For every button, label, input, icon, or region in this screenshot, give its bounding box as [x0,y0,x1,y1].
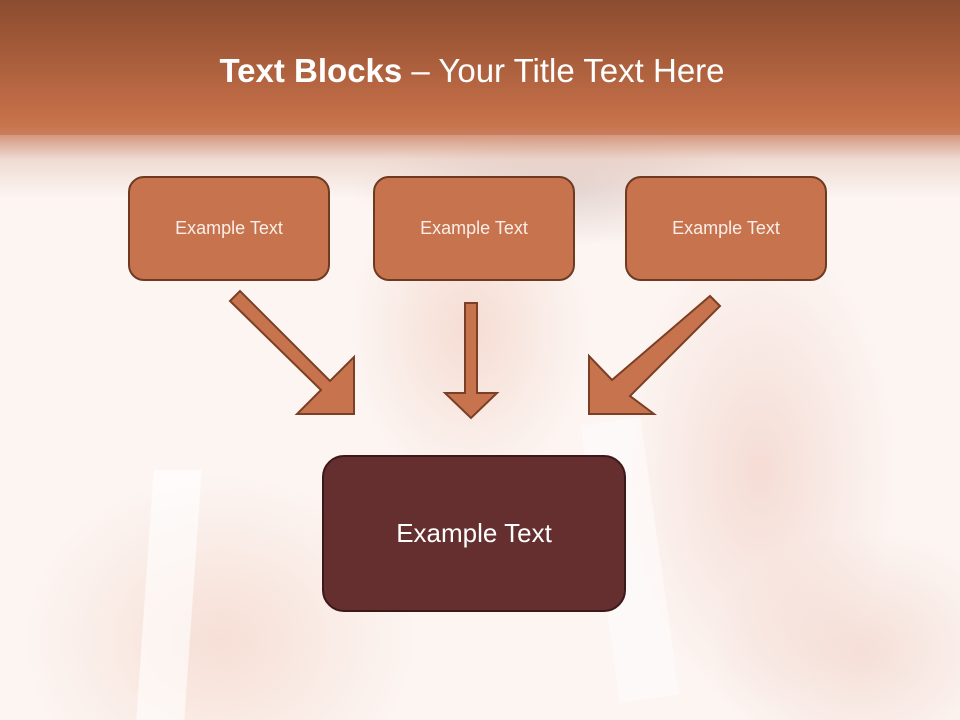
text-block-2[interactable]: Example Text [373,176,575,281]
arrow-down-left-icon [588,294,722,415]
text-block-1-label: Example Text [175,218,283,238]
result-block-label: Example Text [396,518,552,548]
arrow-down-icon [442,302,500,420]
arrow-down-right-icon [228,289,355,415]
text-block-2-label: Example Text [420,218,528,238]
result-block[interactable]: Example Text [322,455,626,612]
text-block-3[interactable]: Example Text [625,176,827,281]
slide-title-rest: Your Title Text Here [438,52,725,89]
slide-title-dash: – [402,52,439,89]
title-banner [0,0,960,135]
slide-title-bold: Text Blocks [219,52,403,89]
text-block-1[interactable]: Example Text [128,176,330,281]
text-block-3-label: Example Text [672,218,780,238]
slide-title: Text Blocks – Your Title Text Here [0,52,944,90]
